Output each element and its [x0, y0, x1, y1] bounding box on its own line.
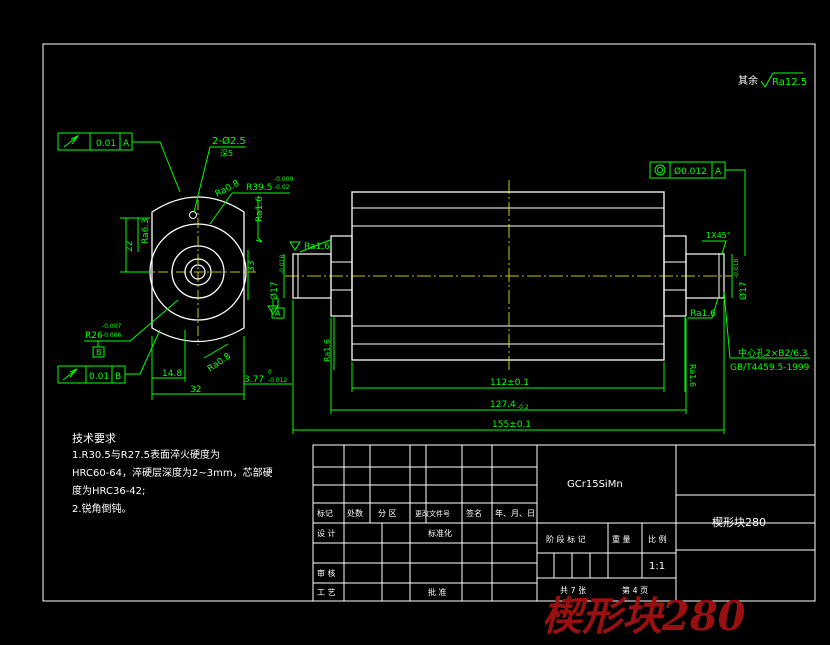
roughness-symbol [760, 72, 803, 88]
svg-text:-0.02: -0.02 [274, 184, 290, 191]
dim-127-4: 127.4 [490, 400, 516, 410]
pin-hole [189, 211, 197, 219]
header-stage: 阶 段 标 记 [546, 534, 586, 544]
hole-callout: 2-Ø2.5 [212, 135, 246, 147]
datum-b: B [96, 348, 102, 357]
header-mark: 标记 [317, 508, 333, 518]
runout-tolerance: 0.01 [96, 139, 116, 149]
row-check: 审 核 [317, 568, 336, 578]
part-name: 楔形块280 [712, 516, 766, 529]
header-signature: 签名 [466, 508, 482, 518]
header-count: 处数 [347, 508, 363, 518]
dim-32: 32 [190, 385, 201, 395]
sheet-number: 第 4 页 [622, 585, 648, 595]
header-zone: 分 区 [378, 509, 397, 518]
roughness-other-value: Ra12.5 [772, 77, 807, 88]
svg-text:-0.2: -0.2 [517, 404, 529, 411]
roughness-other-prefix: 其余 [738, 74, 758, 87]
material: GCr15SiMn [567, 479, 623, 490]
main-view: Ra1.6 Ø17 -0.018 A Ra1.6 Ø0.012 A 1X45° … [269, 161, 810, 434]
watermark: 楔形块280 [542, 593, 746, 640]
concentricity-datum: A [715, 167, 722, 177]
ra-main-right-side: Ra1.6 [688, 364, 697, 387]
center-hole-standard: GB/T4459.5-1999 [730, 363, 810, 373]
dim-3-77: 3.77 [244, 375, 264, 385]
ra-right: Ra1.6 [255, 196, 265, 222]
sheets-total: 共 7 张 [560, 586, 586, 595]
tech-req-line-3: 度为HRC36-42; [72, 484, 145, 497]
ra-main-left-side: Ra1.6 [323, 339, 332, 362]
header-date: 年、月、日 [495, 508, 535, 518]
row-approve: 批 准 [428, 587, 447, 597]
tech-req-line-4: 2.锐角倒钝。 [72, 502, 132, 515]
dim-14-8: 14.8 [162, 369, 182, 379]
dim-22: 22 [125, 241, 135, 252]
runout-datum: A [123, 139, 130, 149]
radius-inner: R26 [85, 331, 103, 341]
header-doc-no: 更改文件号 [415, 509, 450, 518]
header-scale: 比 例 [648, 534, 667, 544]
concentricity-tolerance: Ø0.012 [674, 166, 707, 177]
datum-a: A [275, 309, 281, 318]
svg-text:0: 0 [268, 369, 272, 376]
row-process: 工 艺 [317, 588, 336, 597]
row-standard: 标准化 [428, 528, 452, 538]
dia-right: Ø17 [738, 281, 749, 300]
svg-text:-0.066: -0.066 [102, 332, 122, 339]
dim-155: 155±0.1 [492, 420, 531, 430]
dim-112: 112±0.1 [490, 378, 529, 388]
svg-text:-0.007: -0.007 [102, 323, 122, 330]
tech-req-line-1: 1.R30.5与R27.5表面淬火硬度为 [72, 448, 220, 461]
svg-text:-0.018: -0.018 [279, 254, 286, 274]
svg-text:-0.012: -0.012 [268, 377, 288, 384]
row-design: 设 计 [317, 528, 336, 538]
hole-depth: 深5 [220, 149, 233, 158]
runout2-tolerance: 0.01 [89, 372, 109, 382]
dia-left: Ø17 [269, 281, 280, 300]
scale-value: 1:1 [649, 561, 665, 572]
center-hole-spec: 中心孔2×B2/6.3 [738, 347, 808, 359]
header-weight: 重 量 [612, 534, 631, 544]
dim-33: 33 [247, 261, 257, 272]
title-block [312, 444, 816, 602]
ra-left: Ra6.3 [141, 218, 151, 244]
technical-requirements: 技术要求 1.R30.5与R27.5表面淬火硬度为 HRC60-64，淬硬层深度… [72, 432, 273, 515]
ra-top: Ra0.8 [214, 179, 242, 200]
radius-outer: R39.5 [246, 183, 272, 193]
tech-req-line-2: HRC60-64，淬硬层深度为2~3mm，芯部硬 [72, 466, 273, 479]
svg-text:-0.018: -0.018 [733, 258, 740, 278]
runout2-datum: B [115, 372, 121, 382]
chamfer: 1X45° [706, 231, 731, 240]
svg-text:-0.009: -0.009 [274, 176, 294, 183]
tech-req-title: 技术要求 [72, 432, 116, 445]
ra-main-left-top: Ra1.6 [304, 242, 330, 252]
ra-main-right-bottom: Ra1.6 [690, 309, 716, 319]
left-view: 0.01 A 2-Ø2.5 深5 R39.5 -0.009 -0.02 Ra0.… [57, 132, 294, 400]
